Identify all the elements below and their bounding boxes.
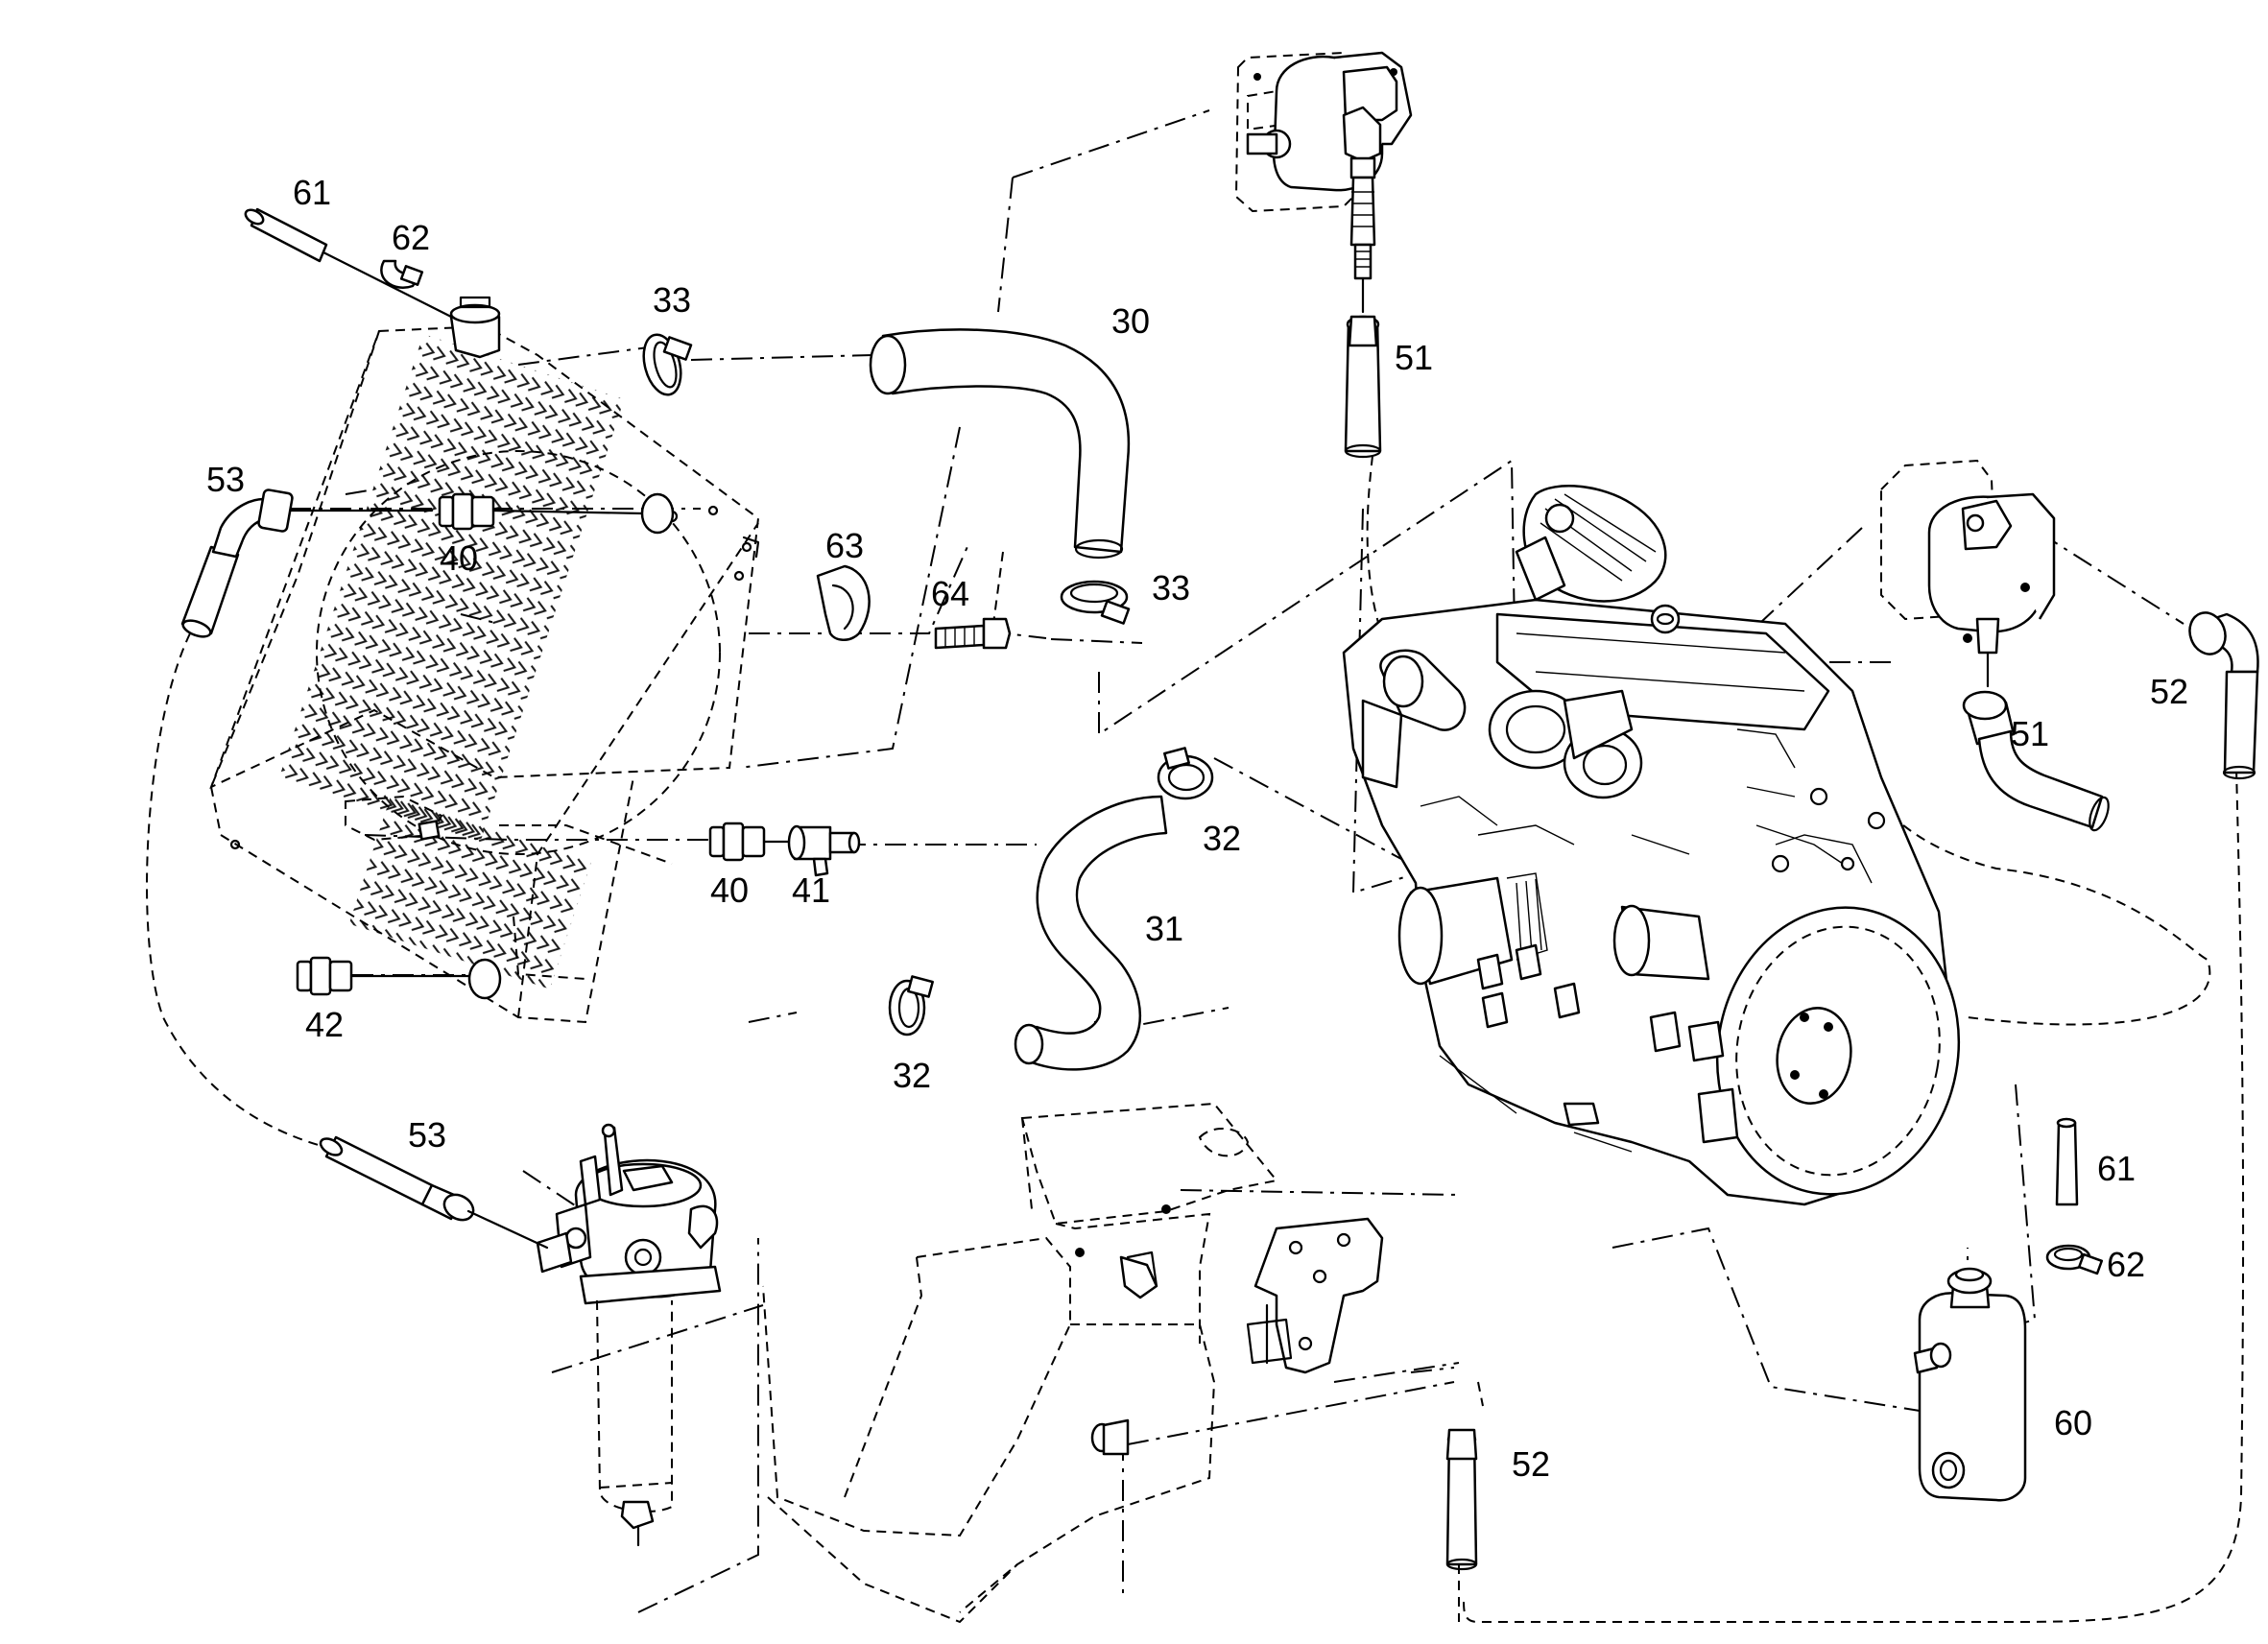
hose-52-right: [2188, 611, 2259, 780]
clamp-32-upper: [1157, 747, 1214, 800]
hydraulic-pump-right: [1880, 459, 2056, 688]
hose-61-top: [244, 207, 453, 319]
clamp-33-middle: [1060, 580, 1131, 625]
callout-labels: 61 62 33 30 51 53 40 63 64 33 52 51 32 3…: [206, 173, 2188, 1484]
hose-52-bottom: [1445, 1428, 1478, 1571]
engine: [1342, 485, 1961, 1206]
callout-61-bottom: 61: [2097, 1149, 2136, 1188]
hose-51-right: [1962, 690, 2110, 832]
hose-53-lower: [319, 1135, 549, 1250]
callout-52-bottom: 52: [1512, 1444, 1550, 1484]
clamp-33-top: [642, 333, 693, 396]
callout-63: 63: [825, 526, 864, 565]
radiator: [209, 296, 760, 1024]
mounting-bracket: [762, 1102, 1278, 1624]
callout-42: 42: [305, 1005, 344, 1044]
callout-31: 31: [1145, 909, 1183, 948]
callout-40-lower: 40: [710, 870, 749, 910]
callout-51-top: 51: [1395, 338, 1433, 377]
hose-30: [869, 328, 1131, 560]
callout-53-bottom: 53: [408, 1115, 446, 1155]
callout-33-top: 33: [653, 280, 691, 320]
callout-30: 30: [1111, 301, 1150, 341]
callout-33-middle: 33: [1152, 568, 1190, 608]
callout-40-upper: 40: [440, 538, 478, 578]
callout-52-right: 52: [2150, 672, 2188, 711]
hose-53-upper: [180, 488, 434, 638]
callout-51-right: 51: [2011, 714, 2049, 753]
callout-32-upper: 32: [1203, 819, 1241, 858]
callout-53-top: 53: [206, 460, 245, 499]
mounting-plate: [1246, 1217, 1384, 1374]
bolt-64: [934, 617, 1012, 650]
clamp-62-bottom: [2045, 1244, 2104, 1275]
callout-62-top: 62: [392, 218, 430, 257]
hose-51-top: [1344, 315, 1382, 459]
callout-62-bottom: 62: [2107, 1245, 2145, 1284]
fitting-40-upper: [438, 492, 675, 535]
hydraulic-pump-top: [1234, 51, 1413, 314]
fitting-41: [787, 824, 861, 877]
callout-32-lower: 32: [893, 1056, 931, 1095]
hose-31: [1014, 795, 1168, 1071]
fitting-40-lower: [708, 822, 794, 862]
fitting-42: [296, 956, 502, 1000]
clamp-32-lower: [888, 975, 934, 1036]
hose-61-bottom: [2055, 1117, 2079, 1206]
expansion-tank-60: [1913, 1267, 2027, 1502]
clamp-63: [816, 564, 871, 641]
callout-64: 64: [931, 574, 969, 613]
callout-61-top: 61: [293, 173, 331, 212]
callout-41: 41: [792, 870, 830, 910]
filter-assembly: [536, 1123, 722, 1547]
clamp-62-top: [380, 259, 424, 289]
callout-60: 60: [2054, 1403, 2092, 1442]
